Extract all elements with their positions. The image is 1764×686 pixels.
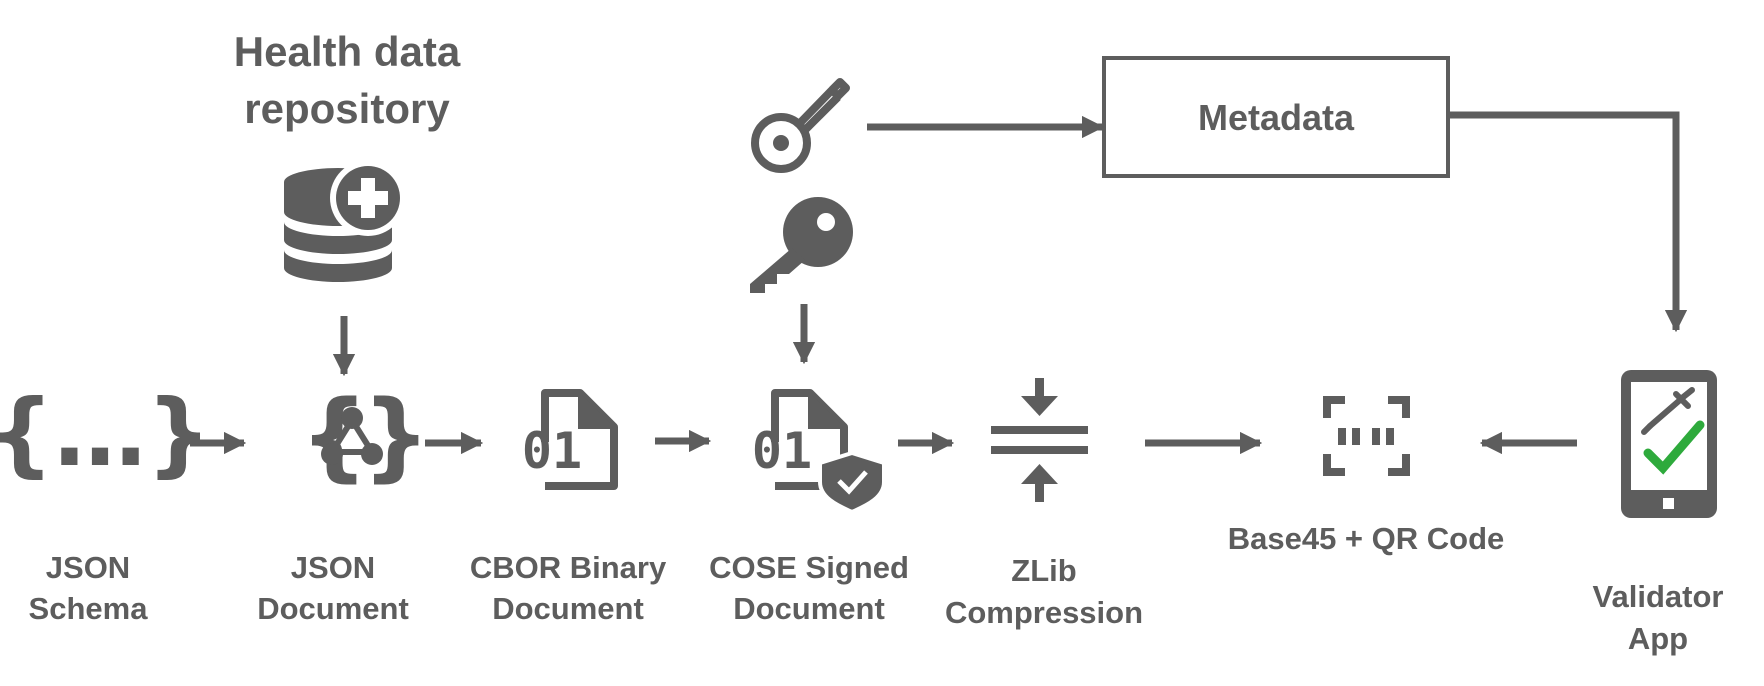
step-label-qr: Base45 + QR Code [1228, 521, 1505, 556]
phone-vaccine-check-icon [1621, 370, 1717, 518]
database-plus-icon [284, 160, 406, 282]
qr-scan-icon [1323, 396, 1410, 476]
step-label-json-schema: JSON [46, 550, 130, 585]
compress-icon [991, 378, 1088, 502]
svg-text:}: } [362, 380, 430, 492]
step-label-json-schema-line2: Schema [29, 591, 149, 626]
repository-title: Health data [234, 28, 461, 75]
step-label-json-document: JSON [291, 550, 375, 585]
svg-text:{: { [300, 380, 368, 492]
step-label-cbor-line2: Document [492, 591, 644, 626]
svg-text:{…}: {…} [0, 380, 212, 487]
json-braces-icon: {…} [0, 380, 212, 487]
private-key-icon [750, 197, 853, 293]
step-label-validator-line2: App [1628, 621, 1688, 656]
step-label-cose-line2: Document [733, 591, 885, 626]
repository-title-line2: repository [244, 85, 450, 132]
json-network-icon: { } [300, 380, 430, 492]
arrow-metadata-to-validator [1450, 111, 1688, 333]
step-label-validator: Validator [1593, 579, 1724, 614]
public-key-icon [751, 78, 850, 173]
signed-binary-file-icon: 01 [752, 389, 886, 515]
step-label-cose: COSE Signed [709, 550, 909, 585]
step-label-zlib-line2: Compression [945, 595, 1143, 630]
step-label-cbor: CBOR Binary [470, 550, 667, 585]
step-label-json-document-line2: Document [257, 591, 409, 626]
svg-text:01: 01 [522, 422, 582, 480]
step-label-zlib: ZLib [1011, 553, 1076, 588]
svg-text:01: 01 [752, 422, 812, 480]
binary-file-icon: 01 [522, 389, 618, 490]
metadata-label: Metadata [1198, 97, 1355, 138]
